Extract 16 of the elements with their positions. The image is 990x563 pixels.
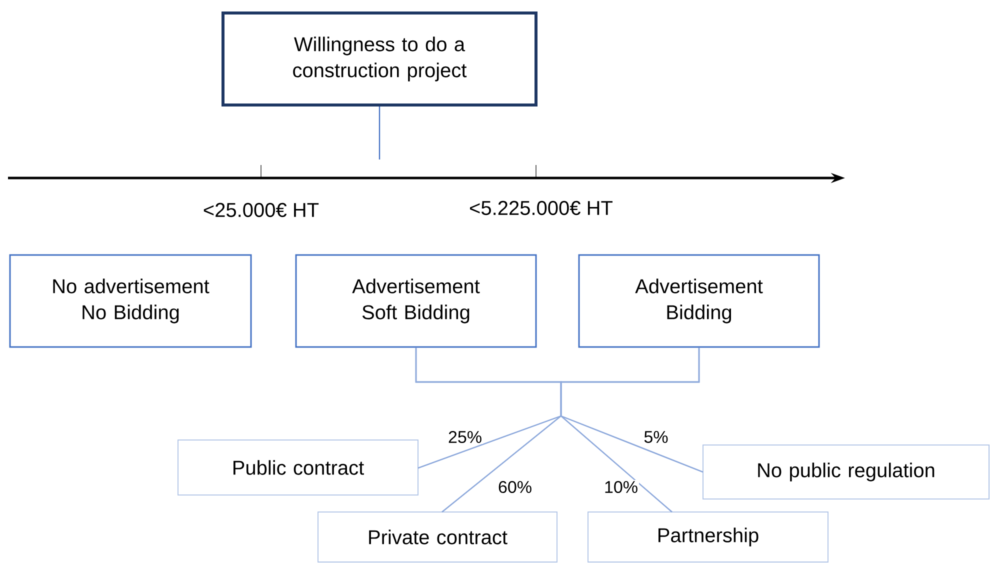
- percentage-label: 25%: [447, 430, 484, 444]
- contract-box: No public regulation: [702, 444, 990, 500]
- threshold-label: <25.000€ HT: [204, 202, 319, 218]
- percentage-label: 5%: [642, 430, 670, 444]
- percentage-label: 10%: [603, 480, 640, 494]
- connector-line: [560, 348, 700, 512]
- start-box: Willingness to do a construction project: [222, 12, 538, 106]
- contract-box: Private contract: [318, 512, 558, 562]
- connector-line: [378, 106, 380, 160]
- category-box: No advertisement No Bidding: [9, 254, 252, 348]
- percentage-label: 60%: [497, 480, 534, 494]
- category-box: Advertisement Soft Bidding: [295, 254, 537, 348]
- threshold-label: <5.225.000€ HT: [470, 200, 612, 216]
- contract-box: Partnership: [588, 512, 828, 562]
- category-box: Advertisement Bidding: [578, 254, 820, 348]
- contract-box: Public contract: [178, 440, 418, 496]
